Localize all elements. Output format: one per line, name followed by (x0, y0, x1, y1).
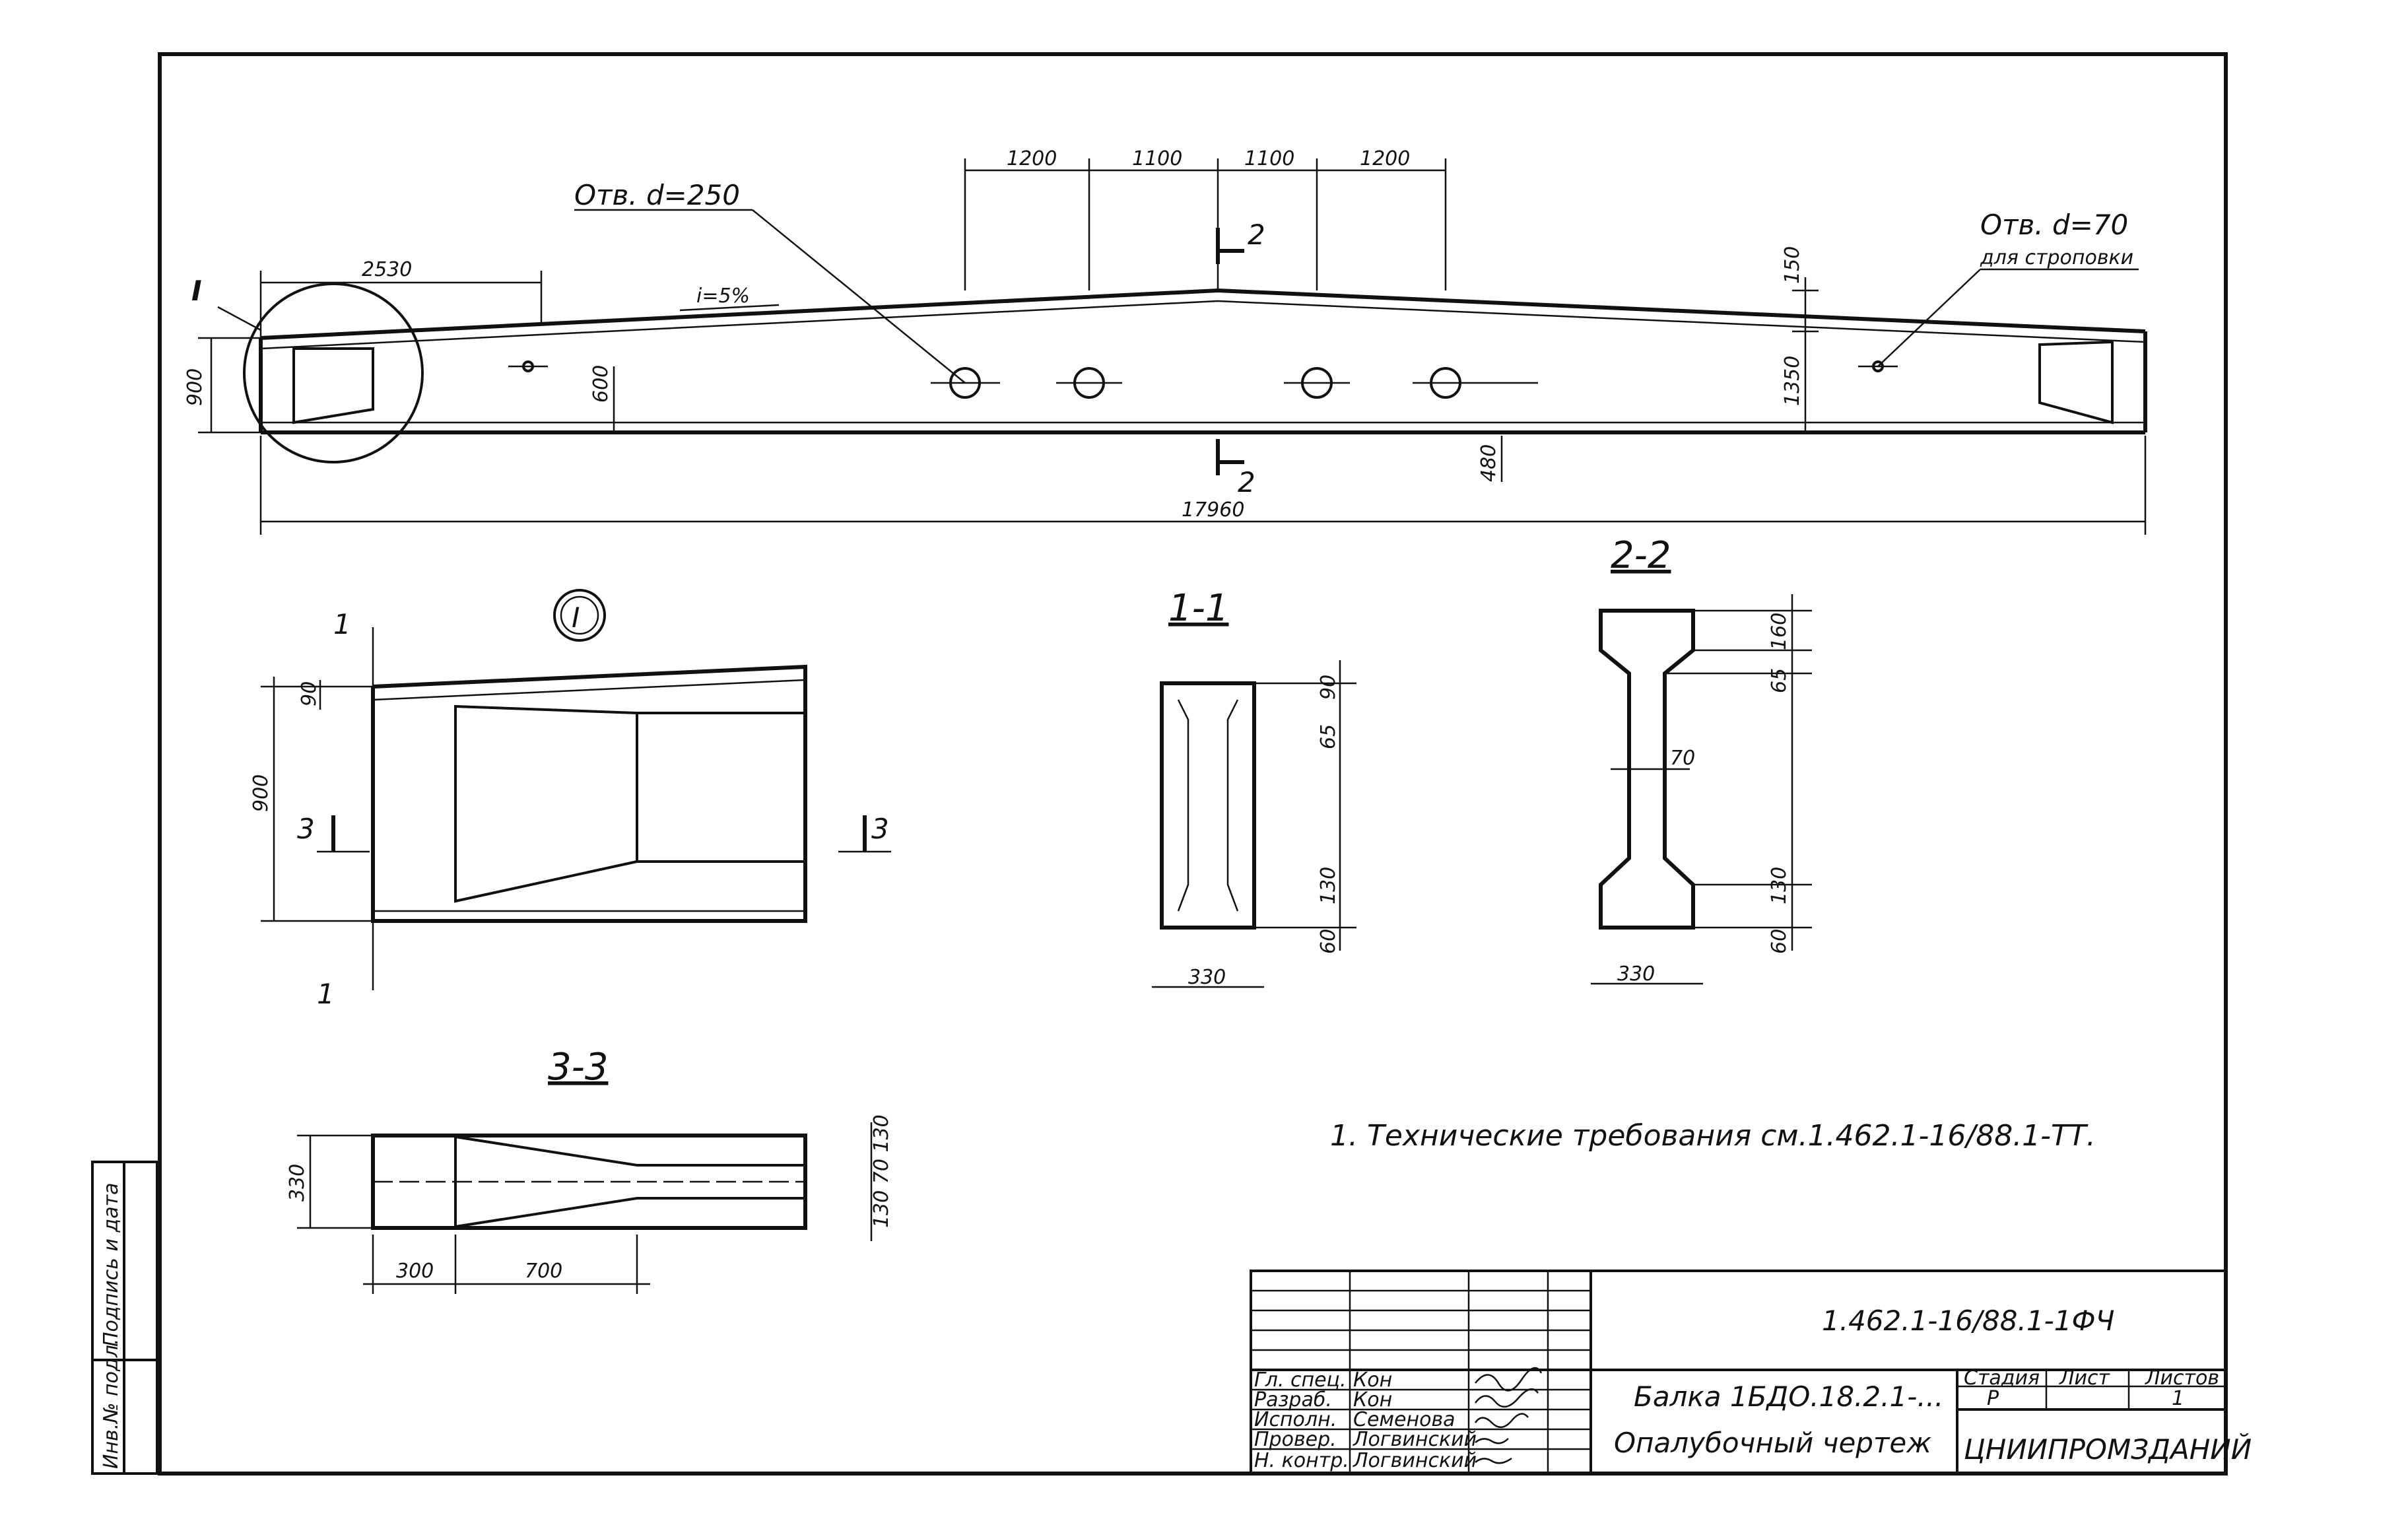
section-3-3-title: 3-3 (548, 1046, 608, 1089)
sheet-header: Лист (2059, 1367, 2111, 1390)
s33-dim-height: 330 (286, 1164, 309, 1202)
s33-dim-1: 300 (396, 1260, 434, 1283)
role-1: Разраб. (1254, 1388, 1332, 1411)
slope-label: i=5% (696, 285, 750, 308)
section-3-3: 3-3 330 130 70 130 300 700 (286, 1046, 893, 1294)
stage-header: Стадия (1964, 1367, 2040, 1390)
dim-bottom-offset: 480 (1477, 444, 1500, 482)
detail-dim-height: 900 (250, 774, 273, 812)
s11-dim-2: 65 (1317, 724, 1340, 749)
sheets-header: Листов (2145, 1367, 2219, 1390)
beam-top-edge (260, 288, 2146, 340)
s22-dim-3: 130 (1768, 867, 1791, 904)
organization: ЦНИИПРОМЗДАНИЙ (1964, 1433, 2252, 1466)
drawing-code: 1.462.1-16/88.1-1ФЧ (1822, 1305, 2114, 1337)
detail-cut-3-right: 3 (871, 813, 889, 845)
detail-recess (454, 704, 638, 903)
s22-dim-2: 65 (1768, 668, 1791, 693)
section-mark-2-top: 2 (1248, 219, 1265, 251)
sling-hole-label-1: Отв. d=70 (1980, 209, 2128, 241)
role-0: Гл. спец. (1254, 1369, 1346, 1392)
section-2-2: 2-2 160 65 70 130 60 330 (1591, 534, 1812, 986)
node-I-circle (243, 283, 424, 463)
dim-top-1: 1200 (1007, 147, 1057, 170)
name-1: Кон (1353, 1388, 1392, 1411)
side-stamp: Подпись и дата Инв.№ подл. (91, 1161, 158, 1475)
section-1-1: 1-1 90 65 130 60 330 (1152, 587, 1356, 989)
s11-dim-width: 330 (1188, 966, 1226, 989)
detail-dim-top: 90 (298, 681, 321, 706)
detail-I-circle (553, 589, 606, 642)
dim-top-2: 1100 (1132, 147, 1182, 170)
detail-I-title: I (572, 601, 580, 634)
stage-value: Р (1987, 1387, 1999, 1410)
dim-mid-gap: 150 (1781, 246, 1804, 284)
top-dim-chain: 1200 1100 1100 1200 (964, 147, 1447, 290)
s33-dim-2: 700 (525, 1260, 562, 1283)
s22-dim-4: 60 (1768, 929, 1791, 954)
dim-top-4: 1200 (1360, 147, 1410, 170)
s11-dim-1: 90 (1317, 675, 1340, 700)
right-end-recess (2038, 340, 2114, 424)
sheets-count: 1 (2172, 1387, 2184, 1410)
signatures (1474, 1367, 1543, 1464)
hole-label: Отв. d=250 (574, 179, 740, 211)
name-4: Логвинский (1353, 1449, 1477, 1472)
dim-hole-height: 600 (589, 365, 613, 403)
role-4: Н. контр. (1254, 1449, 1349, 1472)
detail-cut-1-bottom: 1 (317, 978, 335, 1010)
main-view: I 1200 1100 1100 1200 2530 i=5% Отв. d=2… (184, 147, 2147, 535)
left-end-recess (292, 347, 374, 424)
dim-top-3: 1100 (1244, 147, 1294, 170)
detail-outline (371, 664, 807, 923)
section-mark-2-bottom: 2 (1238, 466, 1255, 498)
role-3: Провер. (1254, 1428, 1337, 1451)
section-2-2-title: 2-2 (1611, 534, 1671, 577)
s22-dim-1: 160 (1768, 613, 1791, 650)
stamp-inv-no: Инв.№ подл. (100, 1339, 123, 1469)
title-block: Гл. спец. Разраб. Исполн. Провер. Н. кон… (1250, 1270, 2252, 1475)
detail-I: I 1 1 3 3 900 90 (250, 589, 891, 1010)
dim-right-height: 1350 (1781, 356, 1804, 406)
s22-dim-width: 330 (1617, 963, 1655, 986)
sheet-frame (158, 52, 2228, 1476)
node-I-marker: I (191, 275, 202, 307)
dim-left-height: 900 (184, 368, 207, 406)
detail-cut-3-left: 3 (297, 813, 315, 845)
technical-note: 1. Технические требования см.1.462.1-16/… (1330, 1119, 2096, 1153)
role-2: Исполн. (1254, 1408, 1337, 1431)
name-0: Кон (1353, 1369, 1392, 1392)
name-3: Логвинский (1353, 1428, 1477, 1451)
s22-dim-web: 70 (1670, 747, 1695, 770)
dim-end-length: 2530 (362, 258, 412, 281)
s11-dim-3: 130 (1317, 867, 1340, 904)
sling-hole-label-2: для строповки (1980, 246, 2133, 269)
section-1-1-outline (1160, 681, 1256, 930)
name-2: Семенова (1353, 1408, 1455, 1431)
drawing-name-line1: Балка 1БДО.18.2.1-... (1634, 1380, 1943, 1413)
s11-dim-4: 60 (1317, 929, 1340, 954)
dim-total-length: 17960 (1182, 498, 1244, 522)
drawing-name-line2: Опалубочный чертеж (1614, 1427, 1931, 1459)
stamp-sign-date: Подпись и дата (100, 1183, 123, 1347)
section-1-1-title: 1-1 (1168, 587, 1228, 630)
s33-dim-right: 130 70 130 (870, 1114, 893, 1228)
detail-cut-1-top: 1 (333, 608, 351, 640)
